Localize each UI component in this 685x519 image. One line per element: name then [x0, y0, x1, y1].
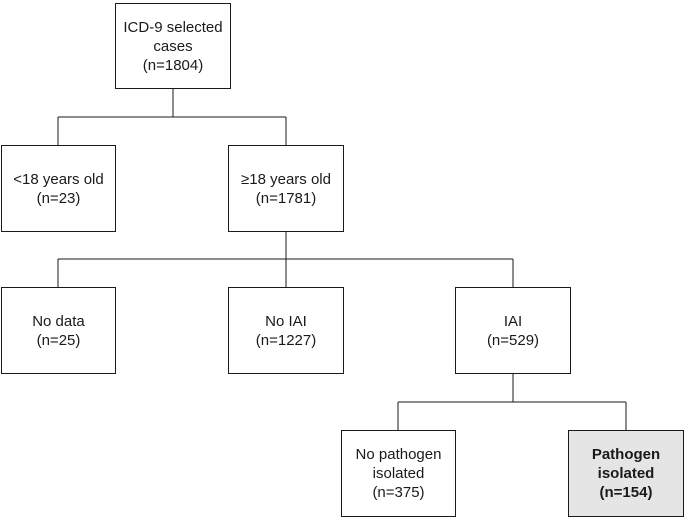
node-no-data: No data (n=25)	[1, 287, 116, 374]
node-18-and-over: ≥18 years old (n=1781)	[228, 145, 344, 232]
node-iai: IAI (n=529)	[455, 287, 571, 374]
node-label: ICD-9 selected cases (n=1804)	[123, 18, 223, 74]
node-label: No pathogen isolated (n=375)	[355, 446, 442, 501]
node-icd9-selected-cases: ICD-9 selected cases (n=1804)	[115, 3, 231, 89]
node-label: No data (n=25)	[32, 312, 85, 349]
node-label: No IAI (n=1227)	[255, 312, 317, 349]
node-no-iai: No IAI (n=1227)	[228, 287, 344, 374]
node-under-18: <18 years old (n=23)	[1, 145, 116, 232]
node-label: IAI (n=529)	[486, 312, 540, 349]
node-pathogen-isolated: Pathogen isolated (n=154)	[568, 430, 684, 517]
node-label: ≥18 years old (n=1781)	[241, 170, 331, 207]
node-no-pathogen-isolated: No pathogen isolated (n=375)	[341, 430, 456, 517]
node-label: <18 years old (n=23)	[13, 170, 104, 207]
node-label: Pathogen isolated (n=154)	[591, 446, 661, 501]
